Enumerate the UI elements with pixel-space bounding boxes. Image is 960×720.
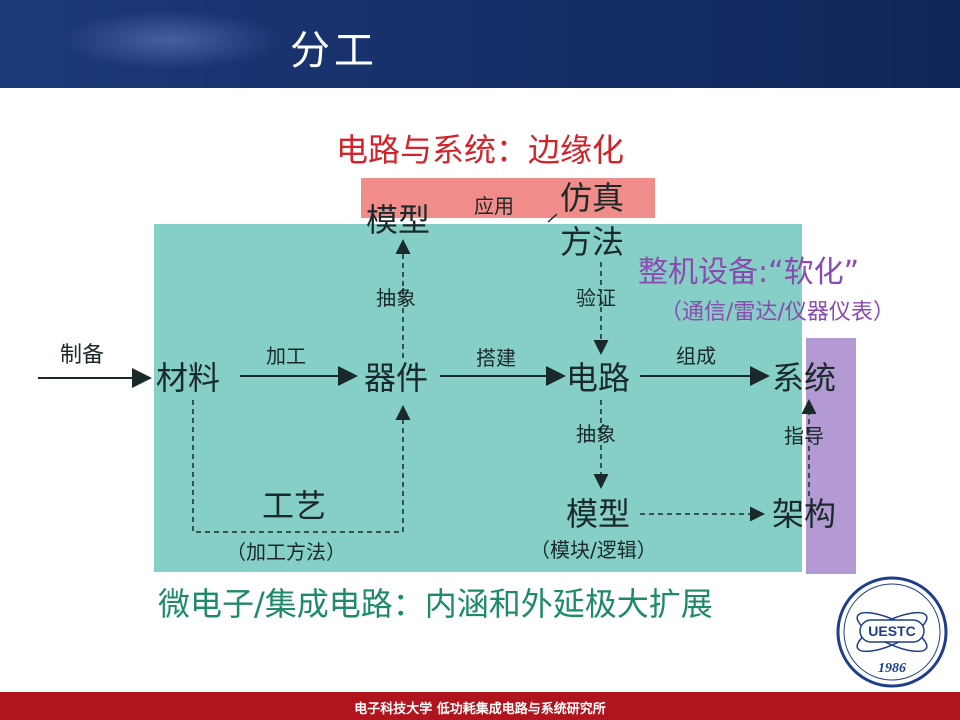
- logo-text: UESTC: [868, 623, 915, 639]
- system-region: [806, 338, 856, 574]
- edge-build: 搭建: [476, 346, 516, 370]
- node-model-sub: （模块/逻辑）: [530, 538, 657, 562]
- node-sim-line2: 方法: [560, 223, 625, 261]
- slide-header: 分工: [0, 0, 960, 88]
- edge-process: 加工: [266, 344, 306, 368]
- machine-title: 整机设备:“软化”: [638, 255, 860, 290]
- university-logo: UESTC 1986: [836, 576, 948, 688]
- edge-abstract-bottom: 抽象: [576, 422, 616, 446]
- edge-guide: 指导: [784, 424, 824, 448]
- node-model-top: 模型: [366, 201, 431, 239]
- page-title: 分工: [290, 28, 378, 74]
- header-glow: [60, 10, 280, 70]
- node-craft: 工艺: [262, 487, 327, 525]
- craft-loop: [192, 400, 411, 533]
- node-architecture: 架构: [772, 495, 837, 533]
- circuit-system-region: [361, 178, 655, 218]
- node-material: 材料: [156, 359, 221, 397]
- logo-year: 1986: [878, 661, 906, 676]
- edge-compose: 组成: [676, 344, 716, 368]
- machine-sub: （通信/雷达/仪器仪表）: [660, 300, 895, 325]
- edge-verify: 验证: [576, 286, 616, 310]
- edge-prepare: 制备: [60, 343, 105, 368]
- slide-footer: 电子科技大学 低功耗集成电路与系统研究所: [0, 692, 960, 720]
- node-circuit: 电路: [566, 359, 631, 397]
- node-system: 系统: [772, 359, 837, 397]
- bottom-label: 微电子/集成电路：内涵和外延极大扩展: [158, 585, 713, 623]
- top-label: 电路与系统：边缘化: [336, 131, 625, 169]
- node-craft-sub: （加工方法）: [226, 540, 346, 564]
- edge-apply: 应用: [474, 194, 514, 218]
- edge-abstract-top: 抽象: [376, 286, 416, 310]
- node-model-bottom: 模型: [566, 495, 631, 533]
- apply-arrow: [547, 213, 558, 223]
- footer-text: 电子科技大学 低功耗集成电路与系统研究所: [354, 702, 606, 717]
- node-device: 器件: [364, 359, 429, 397]
- node-sim-line1: 仿真: [560, 179, 625, 217]
